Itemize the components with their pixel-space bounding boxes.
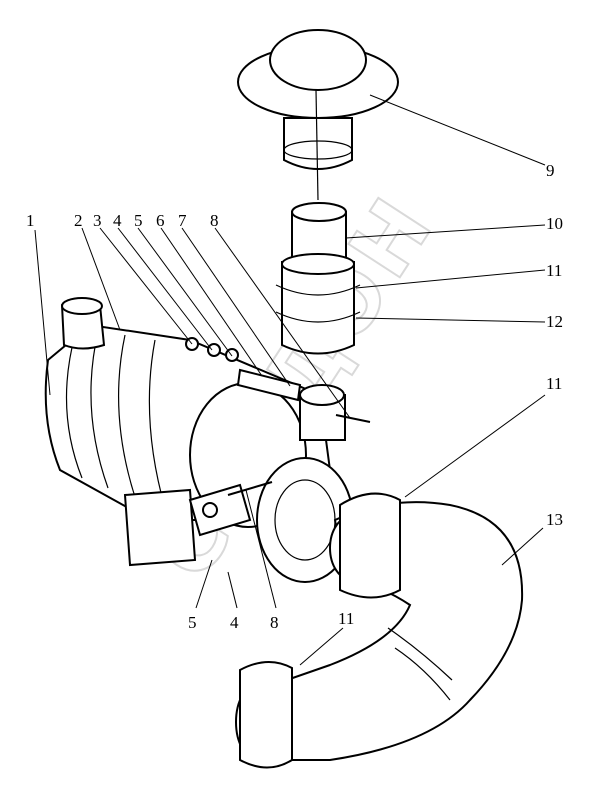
callout-7: 7 xyxy=(178,211,187,230)
mounting-bracket xyxy=(123,337,371,567)
callout-9: 9 xyxy=(546,161,555,180)
callout-4-bottom: 4 xyxy=(230,613,239,632)
callout-12: 12 xyxy=(546,312,563,331)
callout-8-top: 8 xyxy=(210,211,219,230)
callout-2: 2 xyxy=(74,211,83,230)
callout-11-upper: 11 xyxy=(546,261,562,280)
callout-6: 6 xyxy=(156,211,165,230)
callout-4-top: 4 xyxy=(113,211,122,230)
callout-10: 10 xyxy=(546,214,563,233)
callout-1: 1 xyxy=(26,211,35,230)
callout-13: 13 xyxy=(546,510,563,529)
hose-clamp-right xyxy=(339,492,401,599)
callout-11-bottom: 11 xyxy=(338,609,354,628)
callout-5-bottom: 5 xyxy=(188,613,197,632)
callout-11-right: 11 xyxy=(546,374,562,393)
callout-5-top: 5 xyxy=(134,211,143,230)
intake-cap-part-9 xyxy=(237,29,399,201)
callout-labels: 1 2 3 4 5 6 7 8 9 10 11 12 11 13 5 4 8 1… xyxy=(26,161,563,632)
callout-8-bottom: 8 xyxy=(270,613,279,632)
rubber-sleeve-part-12 xyxy=(275,253,361,355)
hose-clamp-bottom xyxy=(239,661,293,769)
leader-lines xyxy=(34,94,546,666)
callout-3: 3 xyxy=(93,211,102,230)
